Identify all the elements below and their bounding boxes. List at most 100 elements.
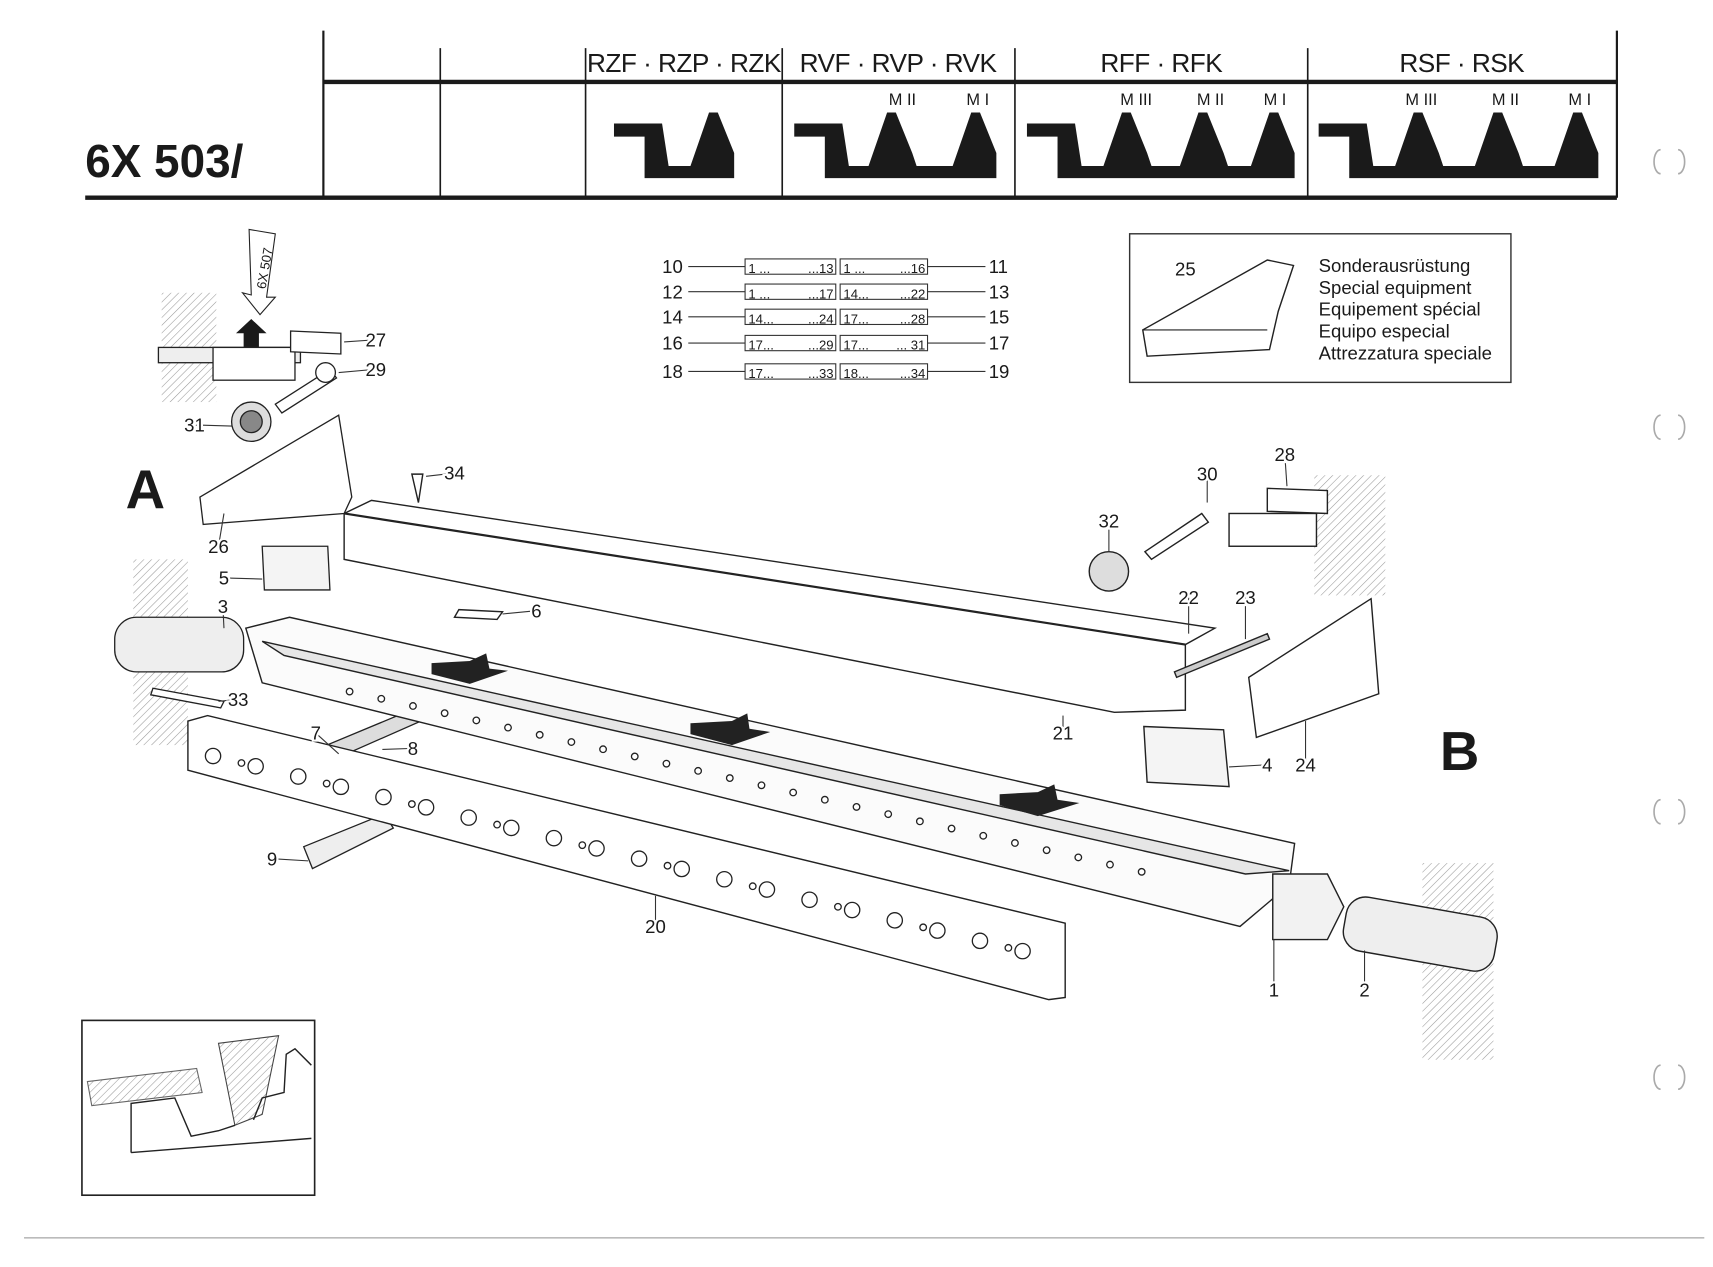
hole: [1074, 853, 1083, 862]
plate-part-27: [289, 330, 342, 355]
hole: [852, 802, 861, 811]
range-to: ...13: [808, 261, 834, 276]
hole: [1010, 839, 1019, 847]
hole: [247, 757, 264, 775]
leader-line: [315, 732, 340, 755]
hole: [834, 902, 842, 911]
binder-holes: [1653, 148, 1686, 1091]
part-label-7: 7: [311, 723, 321, 744]
part-number: 11: [989, 256, 1008, 277]
part-number: 16: [662, 333, 683, 354]
plate-part-28: [1266, 487, 1329, 515]
cylinder-part-2: [1342, 896, 1498, 972]
hole: [345, 687, 354, 696]
module-label: M I: [966, 91, 989, 109]
part-label-23: 23: [1235, 587, 1256, 608]
part-label-29: 29: [365, 359, 386, 380]
range-to: ...29: [808, 338, 834, 353]
hinge-block: [212, 346, 296, 381]
part-label-22: 22: [1178, 587, 1199, 608]
part-label-20: 20: [645, 916, 666, 937]
hole: [289, 768, 307, 785]
special-equipment-fr: Equipement spécial: [1319, 299, 1481, 320]
part-label-9: 9: [267, 848, 277, 869]
bolt-head: [315, 362, 337, 384]
part-label-2: 2: [1359, 979, 1369, 1000]
collar: [1272, 873, 1345, 941]
hole: [915, 817, 924, 826]
hole: [748, 882, 757, 891]
part-number: 12: [662, 281, 683, 302]
plate-part-20: [187, 714, 1066, 1001]
rail-part-21: [343, 499, 1218, 714]
hole: [820, 795, 829, 804]
part-label-24: 24: [1295, 754, 1316, 775]
pin-part-33: [149, 687, 225, 709]
tooth-profile-rsf: [1318, 112, 1599, 179]
part-label-1: 1: [1269, 979, 1279, 1000]
hole: [716, 870, 733, 888]
module-label: M I: [1568, 91, 1591, 109]
hole: [322, 779, 331, 788]
part-label-5: 5: [219, 567, 229, 588]
hole: [801, 891, 818, 909]
range-from: 1 ...: [748, 286, 770, 301]
part-label-30: 30: [1197, 464, 1218, 485]
part-label: 25: [1175, 258, 1196, 279]
page-title: 6X 503/: [85, 135, 243, 187]
module-label: M II: [889, 91, 916, 109]
range-from: 1 ...: [748, 261, 770, 276]
hole: [673, 860, 691, 878]
hole: [204, 747, 222, 765]
leader-line: [217, 513, 225, 547]
leader-line: [338, 368, 376, 374]
hole: [630, 752, 639, 761]
hole: [237, 759, 246, 767]
tooth-profile-rff: [1026, 112, 1295, 179]
range-to: ...17: [808, 286, 834, 301]
hole: [929, 922, 946, 939]
hole: [535, 730, 544, 739]
leader-line: [218, 698, 239, 702]
range-to: ...24: [808, 311, 834, 326]
hole: [567, 738, 576, 746]
hole: [472, 716, 481, 725]
part-label-33: 33: [228, 689, 249, 710]
hole: [694, 766, 703, 775]
body-groove: [261, 640, 1290, 875]
hole: [332, 778, 350, 796]
part-label-34: 34: [444, 463, 465, 484]
hole: [884, 810, 893, 819]
special-equipment-it: Attrezzatura speciale: [1319, 342, 1492, 363]
column-header-rzf: RZF · RZP · RZK: [587, 48, 782, 78]
view-label-b: B: [1440, 721, 1479, 782]
insert-part-6: [453, 608, 504, 621]
leader-line: [194, 424, 232, 427]
block-part-4: [1143, 725, 1230, 788]
leader-line: [271, 858, 309, 862]
hole: [440, 709, 449, 718]
part-label-28: 28: [1274, 444, 1295, 465]
range-to: ... 31: [896, 338, 925, 353]
range-from: 17...: [843, 338, 869, 353]
hole: [1106, 860, 1114, 869]
tooth-profile-rvf: [794, 112, 997, 179]
part-label-27: 27: [365, 329, 386, 350]
part-number: 15: [989, 306, 1010, 327]
knob-part-32: [1088, 551, 1130, 592]
range-to: ...34: [900, 366, 926, 381]
hole: [725, 774, 734, 783]
hole: [630, 850, 648, 868]
up-arrow-icon: [235, 319, 267, 348]
plate-part-24: [1247, 597, 1380, 739]
part-number: 14: [662, 306, 683, 327]
hole: [460, 809, 477, 826]
column-header-rsf: RSF · RSK: [1399, 48, 1525, 78]
range-from: 18...: [843, 366, 869, 381]
pin-part-9: [302, 813, 395, 870]
